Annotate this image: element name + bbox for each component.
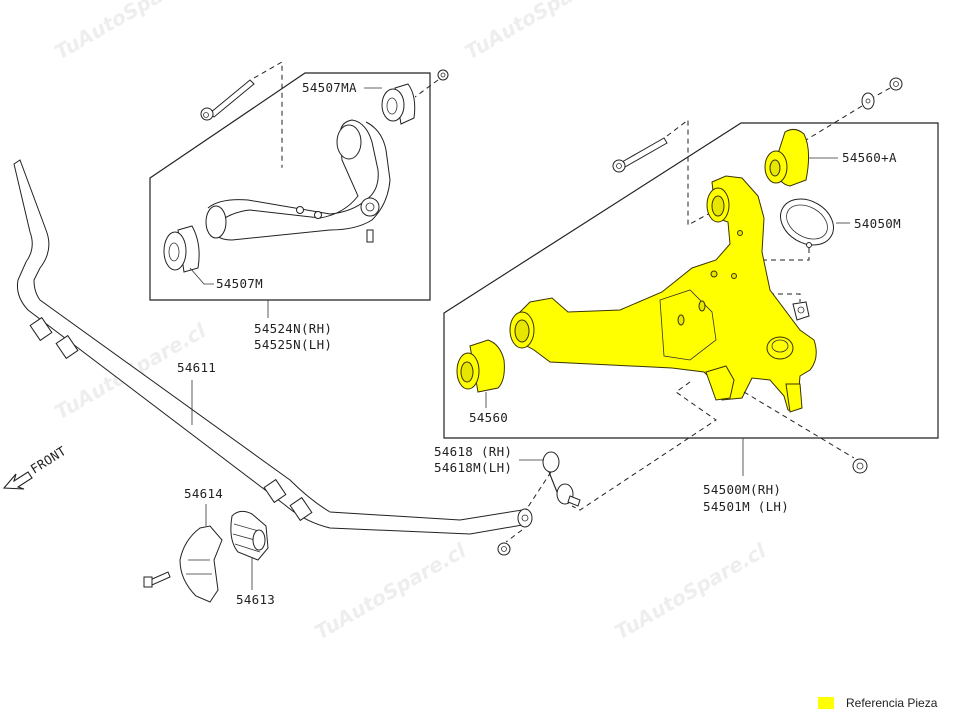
upper-nut-icon: [437, 69, 449, 81]
label-54525n-lh: 54525N(LH): [254, 337, 332, 352]
upper-nut-guide: [414, 79, 439, 98]
link-nut-icon: [497, 542, 511, 556]
lower-control-arm-icon: [509, 175, 817, 413]
lower-bolt-guide: [666, 118, 713, 226]
stabilizer-link-icon: [542, 451, 581, 507]
label-54507ma: 54507MA: [302, 80, 357, 95]
lower-nut-icon: [889, 77, 903, 91]
lower-nut-guide: [805, 87, 891, 141]
bracket-icon: [179, 525, 223, 603]
label-54501m-lh: 54501M (LH): [703, 499, 789, 514]
boot-guide: [739, 248, 810, 302]
upper-bushing-icon: [163, 225, 200, 273]
ball-joint-boot-icon: [780, 198, 834, 248]
label-54613: 54613: [236, 592, 275, 607]
front-arrow-icon: [2, 471, 33, 490]
label-54611: 54611: [177, 360, 216, 375]
nut-guide: [505, 529, 523, 543]
upper-arm-box: [149, 72, 431, 301]
label-54560-a: 54560+A: [842, 150, 897, 165]
watermark: TuAutoSpare.cl: [311, 538, 471, 644]
watermark: TuAutoSpare.cl: [51, 0, 211, 64]
upper-bolt-icon: [200, 79, 255, 121]
lower-washer-icon: [861, 92, 875, 110]
leader-line: [189, 267, 214, 285]
label-54524n-rh: 54524N(RH): [254, 321, 332, 336]
small-nut-icon: [792, 301, 810, 321]
legend-swatch: [818, 697, 834, 709]
watermark: TuAutoSpare.cl: [611, 538, 771, 644]
lower-arm-guide: [571, 381, 717, 511]
lower-arm-box: [443, 122, 939, 439]
lower-arm-group: 54560+A 54050M: [443, 77, 939, 514]
lower-bushing-icon: [456, 339, 505, 393]
label-54614: 54614: [184, 486, 223, 501]
lower-bushing-a-icon: [764, 128, 810, 187]
upper-control-arm-icon: [205, 119, 391, 243]
upper-arm-group: 54507MA 54507M 54524N(RH) 54525N(LH): [149, 61, 449, 352]
lower-bottom-nut-icon: [852, 458, 868, 474]
label-54560: 54560: [469, 410, 508, 425]
upper-bushing-a-icon: [381, 83, 416, 125]
label-54507m: 54507M: [216, 276, 263, 291]
label-54618m-lh: 54618M(LH): [434, 460, 512, 475]
front-label: FRONT: [28, 443, 69, 477]
legend-label: Referencia Pieza: [846, 696, 938, 710]
bracket-bolt-icon: [143, 571, 171, 588]
lower-nut-guide-2: [743, 391, 855, 459]
lower-bolt-icon: [612, 137, 668, 173]
upper-bolt-guide: [253, 61, 339, 184]
label-54618-rh: 54618 (RH): [434, 444, 512, 459]
legend: Referencia Pieza: [818, 696, 937, 710]
label-54500m-rh: 54500M(RH): [703, 482, 781, 497]
stabilizer-bushing-icon: [230, 510, 269, 561]
label-54050m: 54050M: [854, 216, 901, 231]
stabilizer-bar-icon: [13, 159, 533, 535]
link-guide: [525, 471, 552, 511]
watermark: TuAutoSpare.cl: [461, 0, 621, 64]
